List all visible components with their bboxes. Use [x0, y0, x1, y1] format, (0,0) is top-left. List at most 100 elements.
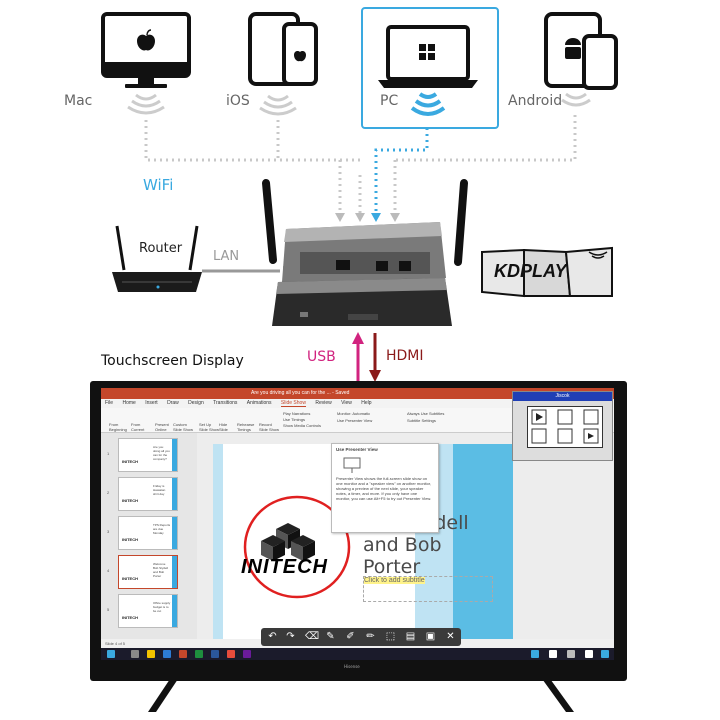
android-wifi-waves	[561, 92, 591, 107]
monitor-select[interactable]: Monitor: Automatic	[337, 411, 371, 416]
ppt-title-bar: Are you driving all you can for the ... …	[101, 388, 614, 399]
use-timings-check[interactable]: Use Timings	[283, 417, 306, 422]
tools-icon[interactable]	[567, 650, 575, 658]
mac-wifi-waves	[127, 93, 165, 115]
tv-brand: Hisense	[344, 664, 360, 669]
chrome-icon[interactable]	[227, 650, 235, 658]
ios-wifi-waves	[259, 94, 297, 116]
folder-icon[interactable]	[147, 650, 155, 658]
subtitle-placeholder[interactable]: Click to add subtitle	[363, 576, 493, 602]
lan-label: LAN	[213, 249, 240, 264]
pc-arrowhead	[371, 213, 381, 222]
jiscok-title: Jiscok	[513, 392, 612, 401]
edge-icon[interactable]	[163, 650, 171, 658]
pc-highlight-box	[361, 7, 499, 129]
present-online-button[interactable]: Present Online	[155, 422, 169, 432]
tooltip-title: Use Presenter View	[336, 447, 378, 452]
info-icon[interactable]	[549, 650, 557, 658]
initech-logo	[243, 495, 351, 599]
custom-show-button[interactable]: Custom Slide Show	[173, 422, 194, 432]
usb-label: USB	[307, 349, 336, 365]
thumb-number: 3	[107, 529, 110, 534]
pointer-icon[interactable]: ⬚	[385, 631, 396, 642]
presenter-screen-icon	[343, 457, 361, 473]
undo-icon[interactable]: ↶	[268, 631, 277, 642]
tab-review[interactable]: Review	[315, 400, 332, 406]
kdplay-logo-text: KDPLAY	[494, 261, 567, 281]
touchscreen-label: Touchscreen Display	[101, 353, 244, 369]
subtitle-text: Click to add subtitle	[364, 577, 425, 584]
paint-icon[interactable]: ▤	[405, 631, 416, 642]
media-controls-check[interactable]: Show Media Controls	[283, 423, 322, 428]
always-subtitles-check[interactable]: Always Use Subtitles	[407, 411, 445, 416]
slide-title-line: and Bob	[363, 534, 442, 556]
tray-app-icon[interactable]	[531, 650, 539, 658]
tv-stand	[148, 676, 574, 712]
tab-file[interactable]: File	[105, 400, 114, 406]
hide-slide-button[interactable]: Hide Slide	[219, 422, 228, 432]
settings-icon[interactable]	[601, 650, 609, 658]
from-beginning-button[interactable]: From Beginning	[109, 422, 127, 432]
slide-title-line: Porter	[363, 556, 421, 578]
setup-show-button[interactable]: Set Up Slide Show	[199, 422, 220, 432]
jiscok-window[interactable]: Jiscok	[512, 391, 613, 461]
tab-animations[interactable]: Animations	[246, 400, 272, 406]
tooltip-body: Presenter View shows the full-screen sli…	[336, 476, 432, 501]
record-button[interactable]: Record Slide Show	[259, 422, 280, 432]
tab-home[interactable]: Home	[122, 400, 136, 406]
chevron-up-icon[interactable]	[585, 650, 593, 658]
ios-label: iOS	[226, 93, 250, 109]
tab-transitions[interactable]: Transitions	[213, 400, 238, 406]
excel-icon[interactable]	[195, 650, 203, 658]
windows-taskbar	[101, 648, 614, 660]
tab-draw[interactable]: Draw	[167, 400, 179, 406]
presenter-view-tooltip: Use Presenter View Presenter View shows …	[331, 443, 439, 533]
wifi-label: WiFi	[143, 176, 174, 194]
slide-counter: Slide 4 of 5	[105, 641, 126, 646]
window-title: Are you driving all you can for the ... …	[251, 390, 350, 396]
marker-icon[interactable]: ✏	[366, 631, 375, 642]
close-icon[interactable]: ✕	[446, 631, 455, 642]
slide-thumbnail[interactable]: Are you doing all you can for the compan…	[118, 438, 178, 472]
annotation-toolbar: ↶ ↷ ⌫ ✎ ✐ ✏ ⬚ ▤ ▣ ✕	[261, 628, 461, 646]
tab-design[interactable]: Design	[188, 400, 204, 406]
jiscok-grid[interactable]	[527, 406, 603, 448]
initech-wordmark: INITECH	[241, 556, 328, 578]
powerpoint-icon[interactable]	[179, 650, 187, 658]
thumb-text: Office supply budget is to be cut	[153, 601, 171, 613]
teams-icon[interactable]	[243, 650, 251, 658]
pen-icon[interactable]: ✎	[326, 631, 335, 642]
subtitle-settings-button[interactable]: Subtitle Settings	[407, 418, 436, 423]
thumb-text: TPS Reports are due Monday	[153, 523, 171, 535]
pc-wifi-waves	[410, 92, 446, 116]
start-icon[interactable]	[107, 650, 115, 658]
rehearse-button[interactable]: Rehearse Timings	[237, 422, 255, 432]
hdmi-label: HDMI	[386, 348, 424, 364]
presenter-view-check[interactable]: Use Presenter View	[337, 418, 373, 423]
tab-insert[interactable]: Insert	[145, 400, 158, 406]
pc-wifi-line	[374, 128, 429, 215]
arrowheads	[335, 213, 400, 222]
usb-arrowhead	[352, 332, 364, 344]
highlighter-icon[interactable]: ✐	[346, 631, 355, 642]
pc-laptop-icon	[378, 25, 478, 88]
save-icon[interactable]: ▣	[425, 631, 436, 642]
hdmi-arrowhead	[369, 370, 381, 382]
word-icon[interactable]	[211, 650, 219, 658]
search-icon[interactable]	[131, 650, 139, 658]
android-label: Android	[508, 93, 563, 109]
ios-icon	[248, 12, 318, 86]
eraser-icon[interactable]: ⌫	[305, 631, 320, 642]
play-narrations-check[interactable]: Play Narrations	[283, 411, 311, 416]
tab-view[interactable]: View	[341, 400, 352, 406]
android-icon	[544, 12, 618, 90]
pc-label: PC	[380, 93, 399, 109]
tab-slide-show[interactable]: Slide Show	[280, 400, 306, 407]
display-screen[interactable]: Are you driving all you can for the ... …	[101, 388, 614, 660]
redo-icon[interactable]: ↷	[286, 631, 295, 642]
tab-help[interactable]: Help	[361, 400, 372, 406]
